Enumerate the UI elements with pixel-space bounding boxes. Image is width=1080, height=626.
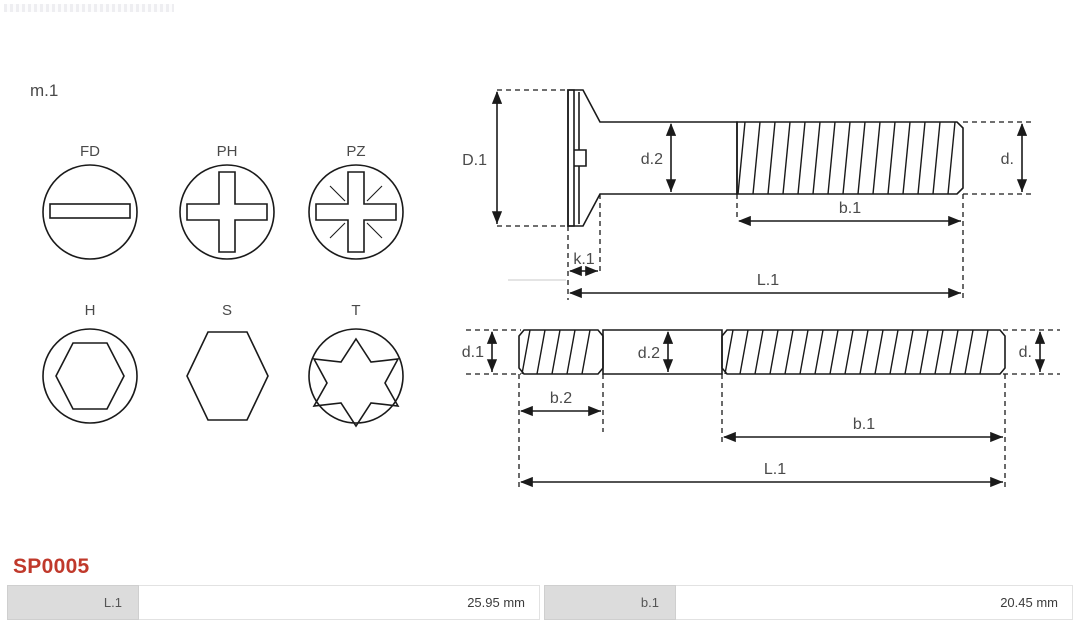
dim-label-shank-diameter-top: d.2 (641, 151, 663, 168)
head-type-label-pz: PZ (346, 143, 365, 160)
dim-label-left-thread-length: b.2 (550, 390, 572, 407)
witness-lines-top (497, 89, 1035, 300)
spec-pair-0: L.1 25.95 mm (7, 585, 540, 620)
spec-pair-1: b.1 20.45 mm (540, 585, 1073, 620)
dim-label-total-length-stud: L.1 (764, 461, 786, 478)
spec-value-0: 25.95 mm (139, 585, 540, 620)
thread-hatch-stud-left (521, 329, 591, 375)
countersunk-screw-drawing: D.1 d.2 d. b.1 k.1 L.1 (462, 89, 1035, 300)
dim-label-shank-diameter-stud: d.2 (638, 345, 660, 362)
pozidriv-head-icon (308, 164, 404, 260)
head-type-label-s: S (222, 302, 232, 319)
dim-label-head-diameter: D.1 (462, 152, 487, 169)
dim-label-thread-length-top: b.1 (839, 200, 861, 217)
group-label: m.1 (30, 81, 58, 100)
spec-value-1: 20.45 mm (676, 585, 1073, 620)
hex-external-head-icon (186, 331, 269, 421)
head-type-label-h: H (85, 302, 96, 319)
dim-label-head-height: k.1 (573, 251, 594, 268)
dim-label-left-thread-diameter: d.1 (462, 344, 484, 361)
dim-label-right-thread-length: b.1 (853, 416, 875, 433)
part-code: SP0005 (13, 555, 90, 578)
spec-key-0: L.1 (7, 585, 139, 620)
hex-socket-head-icon (42, 328, 138, 424)
thread-hatch-top (737, 121, 956, 195)
dim-label-thread-diameter-top: d. (1001, 151, 1014, 168)
phillips-head-icon (179, 164, 275, 260)
top-edge-artifact (4, 4, 174, 12)
thread-hatch-stud-right (724, 329, 989, 375)
head-type-label-fd: FD (80, 143, 100, 160)
dim-label-right-thread-diameter: d. (1019, 344, 1032, 361)
dim-label-total-length-top: L.1 (757, 272, 779, 289)
spec-key-1: b.1 (544, 585, 676, 620)
spec-table: L.1 25.95 mm b.1 20.45 mm (7, 585, 1073, 620)
torx-head-icon (308, 328, 404, 428)
head-type-label-ph: PH (217, 143, 238, 160)
witness-lines-stud (466, 329, 1060, 487)
stud-drawing: d.1 d.2 d. b.2 b.1 L.1 (462, 329, 1060, 488)
technical-drawing: m.1 FD PH (30, 81, 1060, 488)
slotted-head-icon (42, 164, 138, 260)
head-type-label-t: T (351, 302, 360, 319)
